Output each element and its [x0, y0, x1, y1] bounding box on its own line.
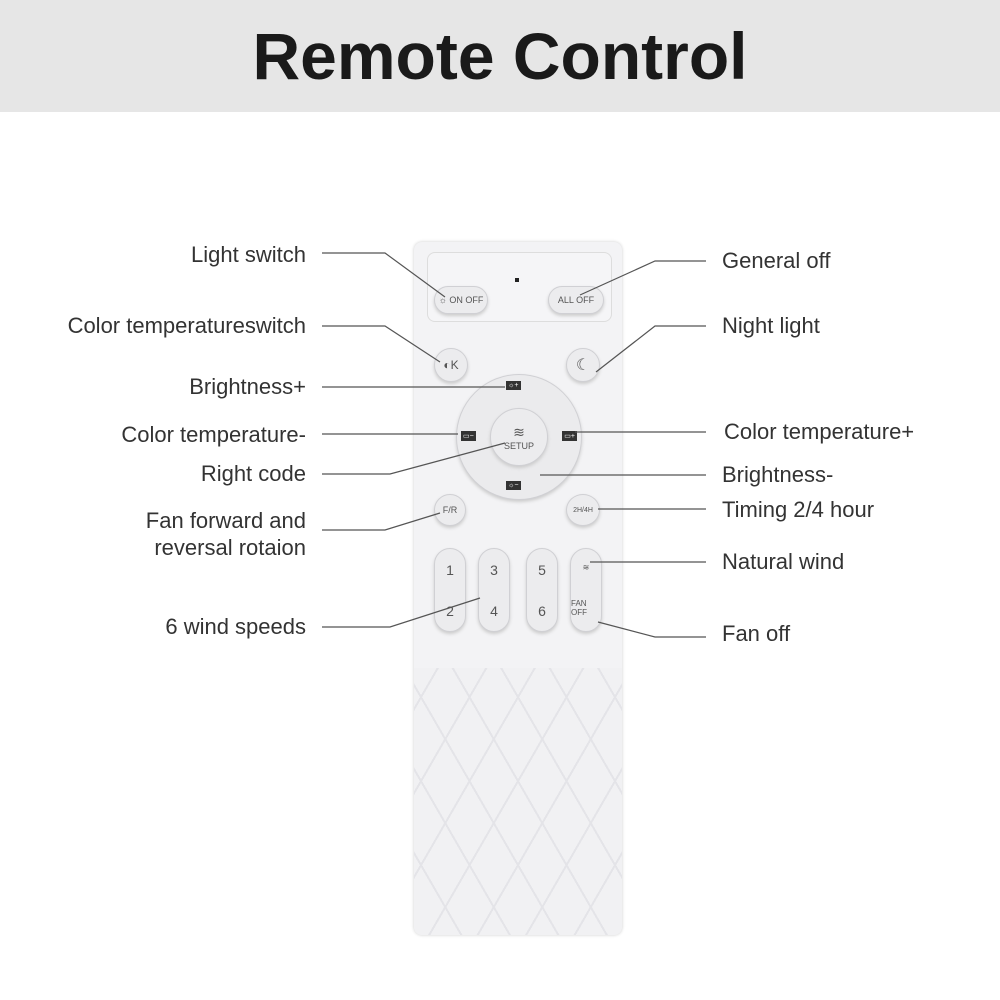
brightness-plus-button[interactable]: ☼+: [506, 381, 521, 390]
color-temp-minus-button[interactable]: ▭−: [461, 431, 476, 441]
label-light-switch: Light switch: [191, 242, 306, 267]
natural-wind-icon: ≋: [582, 562, 590, 572]
label-timing: Timing 2/4 hour: [722, 497, 875, 522]
speed-1: 1: [446, 561, 454, 578]
setup-label: SETUP: [503, 440, 534, 451]
all-off-button[interactable]: ALL OFF: [548, 286, 604, 314]
line-wind-speeds: [322, 597, 481, 628]
header: Remote Control: [0, 0, 1000, 112]
moon-icon: ☾: [575, 357, 591, 374]
k-label: K: [450, 358, 459, 372]
line-right-code: [322, 442, 506, 475]
speed-5: 5: [538, 561, 546, 578]
label-wind-speeds: 6 wind speeds: [165, 614, 306, 639]
label-general-off: General off: [722, 248, 831, 273]
remote-hex-texture: [414, 668, 622, 935]
line-color-temp-switch: [322, 325, 441, 363]
label-natural-wind: Natural wind: [722, 549, 845, 574]
label-right-code: Right code: [200, 461, 306, 486]
label-color-temp-switch: Color temperatureswitch: [67, 313, 306, 338]
fan-fr-button[interactable]: F/R: [434, 494, 466, 526]
label-fan-fr-line1: Fan forward and: [145, 508, 306, 533]
page-title: Remote Control: [252, 19, 748, 93]
remote-control: ☼ ON OFF ALL OFF ◐K ☾ ☼+ ▭− ▭+ ☼− ≋SETUP…: [414, 242, 622, 935]
color-temp-switch-button[interactable]: ◐K: [434, 348, 468, 382]
setup-button[interactable]: ≋SETUP: [490, 408, 548, 466]
label-brightness-plus: Brightness+: [189, 374, 306, 399]
label-fan-fr-line2: reversal rotaion: [154, 535, 306, 560]
label-color-temp-plus: Color temperature+: [724, 419, 915, 444]
speed-4: 4: [490, 602, 498, 619]
timer-button[interactable]: 2H/4H: [566, 494, 600, 526]
wifi-icon: ≋: [513, 423, 525, 440]
line-general-off: [579, 260, 706, 296]
brightness-minus-button[interactable]: ☼−: [506, 481, 521, 490]
label-color-temp-minus: Color temperature-: [121, 422, 306, 447]
label-brightness-minus: Brightness-: [722, 462, 834, 487]
label-night-light: Night light: [722, 313, 820, 338]
line-fan-off: [597, 621, 706, 638]
fan-off-label: FAN OFF: [571, 599, 587, 618]
night-light-button[interactable]: ☾: [566, 348, 600, 382]
label-fan-off: Fan off: [722, 621, 791, 646]
light-switch-button[interactable]: ☼ ON OFF: [434, 286, 488, 314]
line-light-switch: [322, 252, 446, 298]
speed-6: 6: [538, 602, 546, 619]
indicator-led: [515, 278, 519, 282]
line-fan-fr: [322, 512, 441, 531]
speed-3: 3: [490, 561, 498, 578]
speed-2: 2: [446, 602, 454, 619]
line-night-light: [595, 325, 706, 373]
color-temp-plus-button[interactable]: ▭+: [562, 431, 577, 441]
direction-pad: ☼+ ▭− ▭+ ☼−: [456, 374, 582, 500]
